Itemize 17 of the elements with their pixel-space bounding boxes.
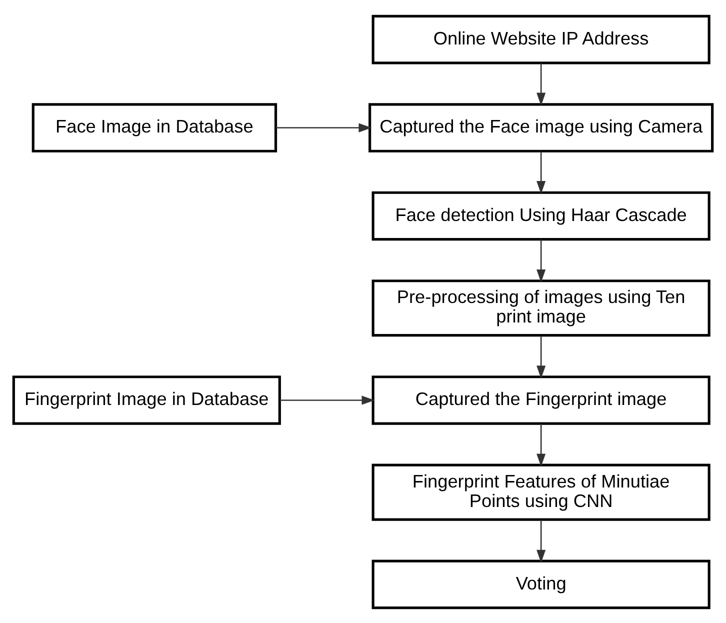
node-box: Fingerprint Image in Database	[12, 375, 281, 424]
arrow	[536, 238, 546, 282]
arrow	[536, 335, 546, 378]
node-box: Fingerprint Features of Minutiae Points using CNN	[372, 463, 710, 520]
arrow	[536, 62, 546, 106]
node-box: Captured the Face image using Camera	[368, 102, 714, 152]
arrow	[536, 520, 546, 562]
node-box: Face Image in Database	[32, 102, 278, 152]
node-box: Face detection Using Haar Cascade	[372, 190, 710, 240]
node-box: Voting	[372, 559, 710, 609]
arrow	[280, 395, 375, 404]
arrow	[276, 122, 372, 132]
node-box: Pre-processing of images using Ten print image	[372, 279, 710, 336]
arrow	[536, 151, 546, 194]
arrow	[536, 423, 546, 466]
node-box: Captured the Fingerprint image	[372, 375, 710, 424]
node-box: Online Website IP Address	[372, 14, 710, 64]
